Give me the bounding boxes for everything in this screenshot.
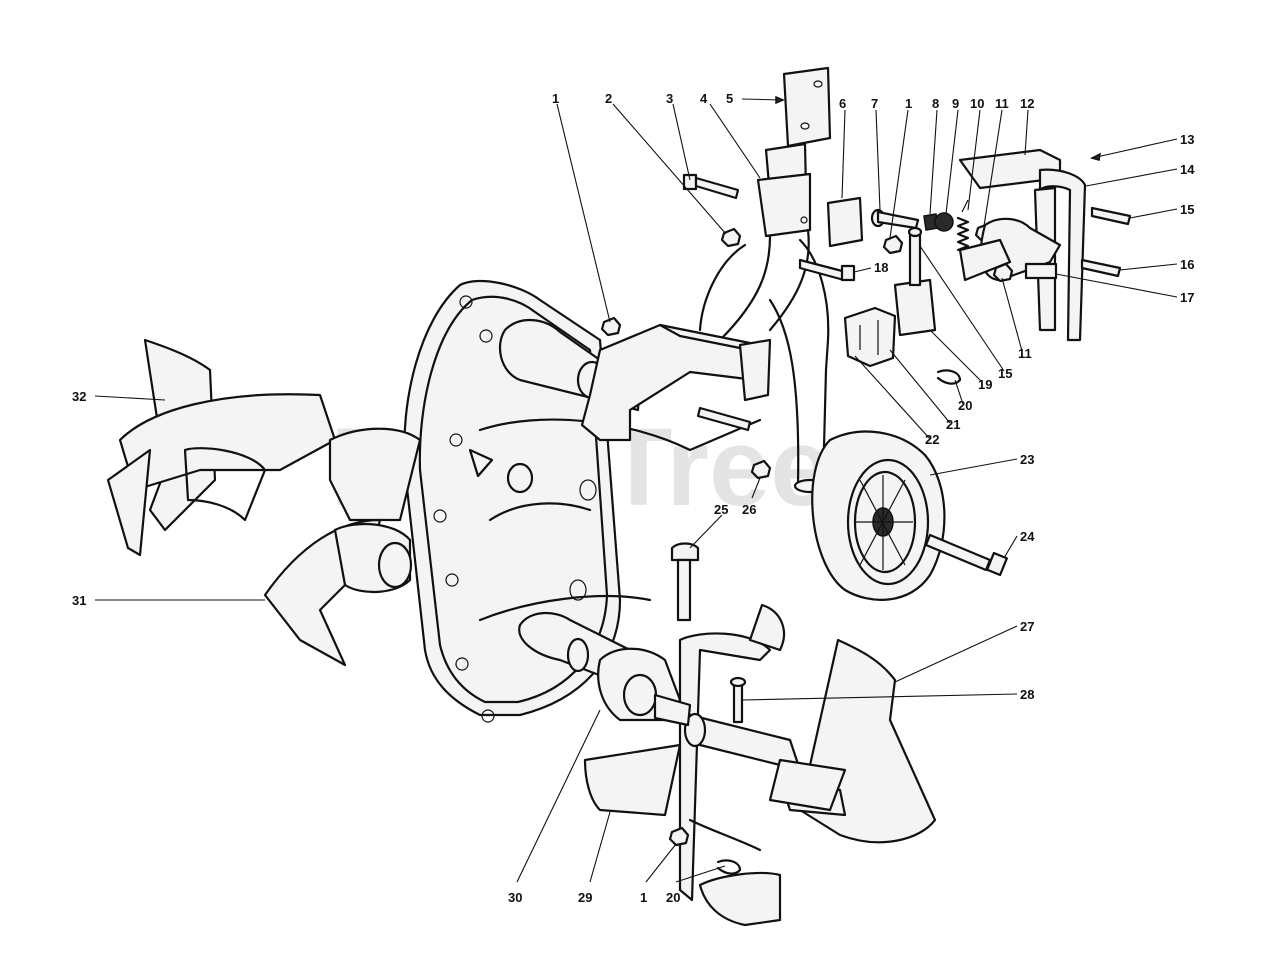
- callout-1c: 1: [640, 890, 647, 905]
- wheel: [811, 430, 946, 601]
- hardware: [600, 148, 1132, 875]
- callout-12: 12: [1020, 96, 1034, 111]
- callout-11b: 11: [1018, 346, 1032, 361]
- tine-left-outer: [106, 338, 337, 557]
- coupling-30: [597, 647, 692, 727]
- axle-bracket: [580, 323, 772, 442]
- tine-left-inner: [263, 427, 422, 667]
- callout-25: 25: [714, 502, 728, 517]
- handle-bracket: [756, 66, 832, 238]
- callout-30: 30: [508, 890, 522, 905]
- callout-3: 3: [666, 91, 673, 106]
- callout-7: 7: [871, 96, 878, 111]
- callout-5: 5: [726, 91, 733, 106]
- callout-13: 13: [1180, 132, 1194, 147]
- callout-23: 23: [1020, 452, 1034, 467]
- callout-4: 4: [700, 91, 708, 106]
- callout-24: 24: [1020, 529, 1035, 544]
- callout-17: 17: [1180, 290, 1194, 305]
- callout-27: 27: [1020, 619, 1034, 634]
- callout-32: 32: [72, 389, 86, 404]
- callout-31: 31: [72, 593, 86, 608]
- callout-22: 22: [925, 432, 939, 447]
- tine-right-inner: [583, 603, 786, 902]
- callout-11a: 11: [995, 96, 1009, 111]
- leader-lines: [94, 98, 1178, 883]
- callout-20b: 20: [666, 890, 680, 905]
- callout-1a: 1: [552, 91, 559, 106]
- callout-10: 10: [970, 96, 984, 111]
- callout-1b: 1: [905, 96, 912, 111]
- callout-29: 29: [578, 890, 592, 905]
- callout-2: 2: [605, 91, 612, 106]
- callout-14: 14: [1180, 162, 1195, 177]
- callout-9: 9: [952, 96, 959, 111]
- callout-21: 21: [946, 417, 960, 432]
- callout-20a: 20: [958, 398, 972, 413]
- callout-18: 18: [874, 260, 888, 275]
- leader-arrows: [775, 95, 1101, 161]
- callout-19: 19: [978, 377, 992, 392]
- callout-16: 16: [1180, 257, 1194, 272]
- tine-right-shaft: [683, 712, 847, 812]
- callout-15b: 15: [998, 366, 1012, 381]
- callout-8: 8: [932, 96, 939, 111]
- callout-15a: 15: [1180, 202, 1194, 217]
- callout-6: 6: [839, 96, 846, 111]
- callout-28: 28: [1020, 687, 1034, 702]
- callouts: 1 2 3 4 5 6 7 1 8 9 10 11 12 13 14 15 16…: [72, 91, 1195, 905]
- callout-26: 26: [742, 502, 756, 517]
